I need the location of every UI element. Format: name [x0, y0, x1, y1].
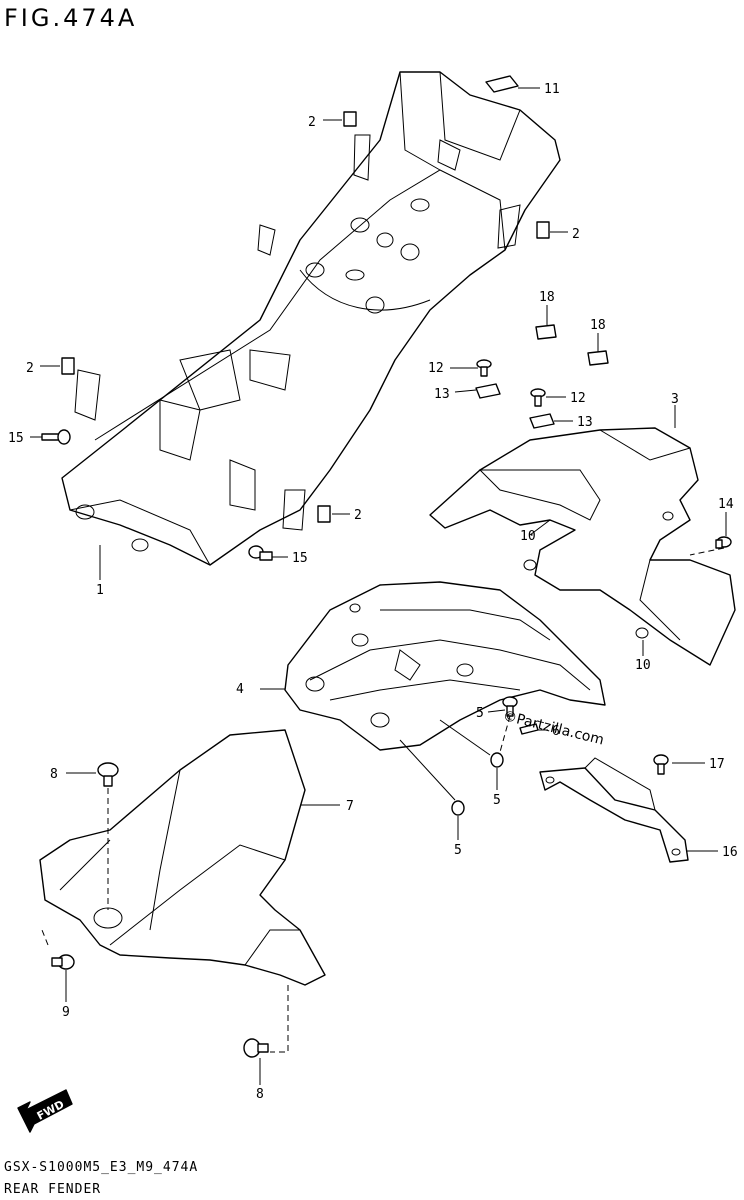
callout-2-right: 2 — [572, 227, 580, 242]
callout-3: 3 — [671, 392, 679, 407]
part-11-label-pad — [485, 75, 519, 93]
callout-10-a: 10 — [520, 529, 536, 544]
part-14-bolt — [715, 536, 732, 549]
part-16-bracket — [539, 757, 689, 863]
figure-name: REAR FENDER — [4, 1182, 102, 1197]
callout-16: 16 — [722, 845, 738, 860]
part-1-inner-fender — [61, 71, 561, 566]
part-15-screw-bottom — [248, 545, 273, 561]
callout-12-b: 12 — [570, 391, 586, 406]
figure-code: GSX-S1000M5_E3_M9_474A — [4, 1160, 199, 1175]
callout-2-bottom: 2 — [354, 508, 362, 523]
part-8-screw-top — [97, 762, 119, 787]
callout-17: 17 — [709, 757, 725, 772]
part-8-screw-bottom — [243, 1038, 269, 1058]
part-5-bolt-a — [502, 696, 518, 717]
callout-10-b: 10 — [635, 658, 651, 673]
part-5-bolt-c — [451, 800, 465, 816]
part-13-nut-a — [475, 383, 501, 399]
callout-5-c: 5 — [454, 843, 462, 858]
part-2-clip-bottom — [317, 505, 331, 523]
part-13-nut-b — [529, 413, 555, 429]
callout-18-b: 18 — [590, 318, 606, 333]
part-5-bolt-b — [490, 752, 504, 768]
part-2-clip-top — [343, 111, 357, 127]
callout-8-top: 8 — [50, 767, 58, 782]
callout-15-b: 15 — [292, 551, 308, 566]
callout-18-a: 18 — [539, 290, 555, 305]
part-4-bracket — [284, 581, 606, 751]
callout-13-b: 13 — [577, 415, 593, 430]
part-3-rear-fender — [429, 427, 736, 666]
callout-6: 6 — [552, 724, 560, 739]
part-18-pad-b — [587, 350, 609, 366]
callout-labels: 1 2 2 2 2 3 4 5 5 5 6 7 8 8 9 10 10 11 1… — [8, 82, 738, 1102]
part-17-screw — [653, 754, 669, 775]
part-7-tail-cover — [39, 729, 326, 986]
callout-1: 1 — [96, 583, 104, 598]
part-9-screw — [51, 954, 75, 970]
callout-2-left: 2 — [26, 361, 34, 376]
part-2-clip-right — [536, 221, 550, 239]
part-12-bolt-b — [530, 388, 546, 407]
callout-11: 11 — [544, 82, 560, 97]
callout-7: 7 — [346, 799, 354, 814]
callout-9: 9 — [62, 1005, 70, 1020]
figure-title: FIG.474A — [4, 4, 138, 32]
callout-13-a: 13 — [434, 387, 450, 402]
callout-15-a: 15 — [8, 431, 24, 446]
part-15-screw-left — [41, 429, 71, 445]
leader-lines — [30, 87, 727, 1085]
callout-5-b: 5 — [493, 793, 501, 808]
part-2-clip-left — [61, 357, 75, 375]
fwd-arrow-icon: FWD — [17, 1089, 73, 1133]
callout-2-top: 2 — [308, 115, 316, 130]
callout-4: 4 — [236, 682, 244, 697]
dashed-fastener-paths — [41, 547, 725, 1053]
part-12-bolt-a — [476, 359, 492, 377]
callout-14: 14 — [718, 497, 734, 512]
callout-5-a: 5 — [476, 706, 484, 721]
part-18-pad-a — [535, 324, 557, 340]
callout-8-bottom: 8 — [256, 1087, 264, 1102]
callout-12-a: 12 — [428, 361, 444, 376]
